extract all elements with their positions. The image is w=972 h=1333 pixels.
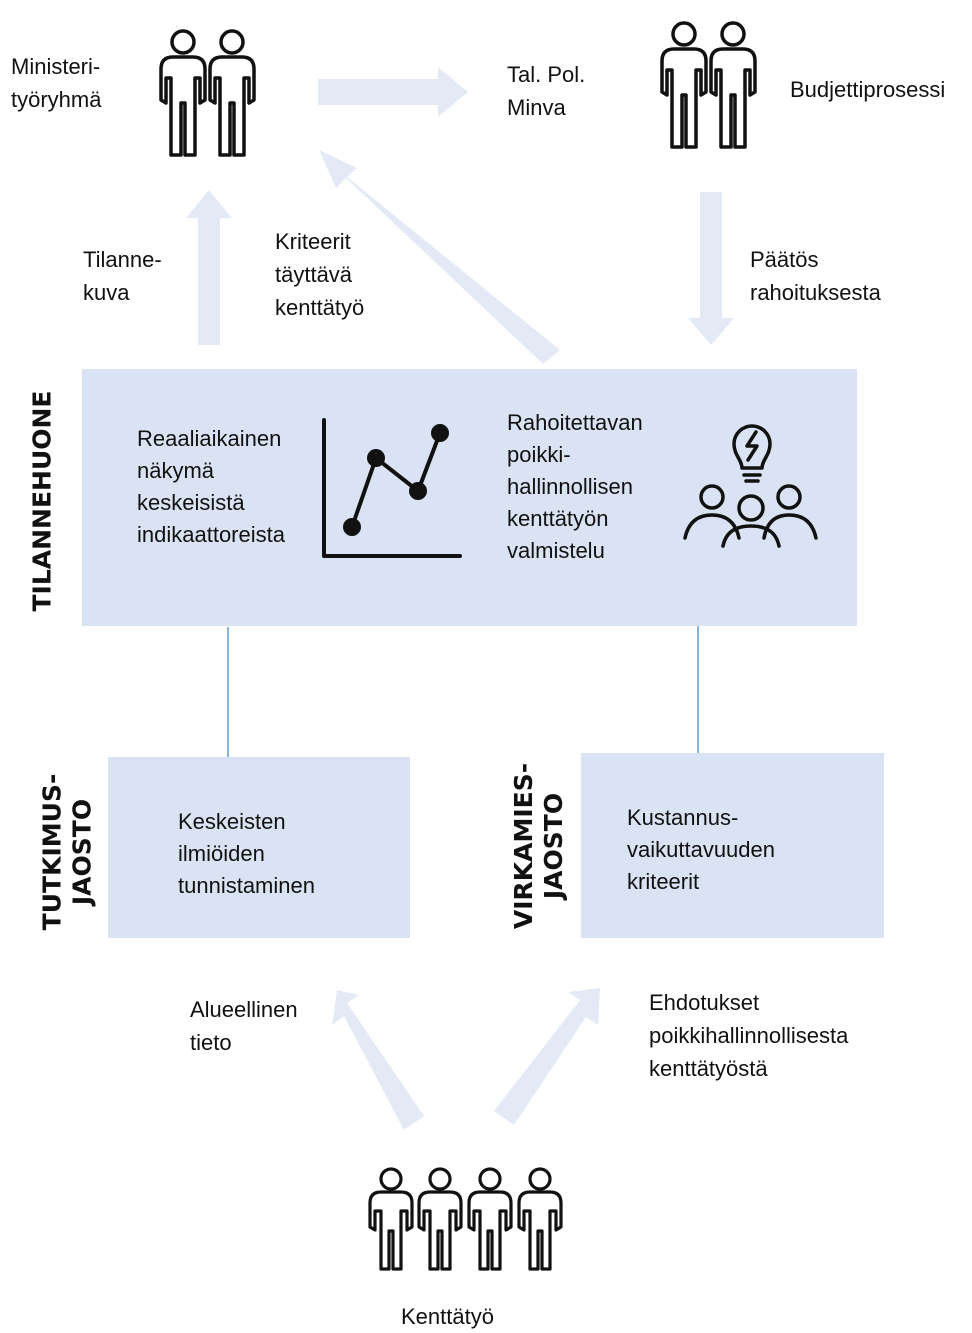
kriteerit-label: Kriteerit täyttävä kenttätyö bbox=[275, 229, 365, 320]
arrow-diagonal-ehdotukset bbox=[494, 988, 600, 1125]
four-people-icon bbox=[368, 1167, 563, 1271]
tilannehuone-left-text: Reaaliaikainen näkymä keskeisistä indika… bbox=[137, 426, 285, 547]
virkamiesjaosto-text: Kustannus- vaikuttavuuden kriteerit bbox=[627, 805, 775, 894]
two-people-icon bbox=[660, 21, 757, 149]
tilannehuone-right-text: Rahoitettavan poikki- hallinnollisen ken… bbox=[507, 410, 643, 563]
arrow-right bbox=[318, 67, 468, 117]
talpol-label: Tal. Pol. Minva bbox=[507, 62, 586, 120]
ehdotukset-label: Ehdotukset poikkihallinnollisesta kenttä… bbox=[649, 990, 849, 1081]
arrow-up-tilannekuva bbox=[186, 190, 232, 345]
budget-label: Budjettiprosessi bbox=[790, 77, 946, 102]
tilannekuva-label: Tilanne- kuva bbox=[83, 247, 162, 305]
kenttatyo-label: Kenttätyö bbox=[401, 1304, 494, 1329]
virkamiesjaosto-box bbox=[581, 753, 884, 938]
tutkimusjaosto-text: Keskeisten ilmiöiden tunnistaminen bbox=[178, 809, 315, 898]
arrow-down-paatos bbox=[688, 192, 734, 345]
arrow-diagonal-alueellinen bbox=[332, 990, 424, 1130]
paatos-label: Päätös rahoituksesta bbox=[750, 247, 881, 305]
ministry-label: Ministeri- työryhmä bbox=[11, 54, 102, 112]
two-people-icon bbox=[159, 29, 256, 157]
tilannehuone-box bbox=[82, 369, 857, 626]
line-chart-icon bbox=[322, 418, 462, 558]
team-idea-icon bbox=[683, 424, 818, 548]
tutkimusjaosto-box bbox=[108, 757, 410, 938]
alueellinen-label: Alueellinen tieto bbox=[190, 997, 298, 1055]
arrow-diagonal-kriteerit bbox=[319, 150, 560, 364]
